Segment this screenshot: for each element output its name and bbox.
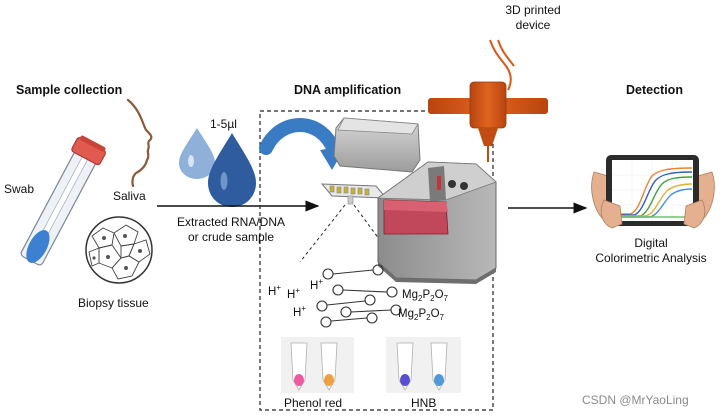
biopsy-tissue-icon bbox=[85, 216, 153, 284]
pyrophosphate-label-1: Mg2P2O7 bbox=[402, 289, 448, 303]
molecule-structures-icon bbox=[316, 264, 402, 328]
device-lid-icon bbox=[333, 117, 421, 173]
header-dna-amplification: DNA amplification bbox=[294, 83, 402, 97]
proton-label-4: H+ bbox=[293, 304, 306, 319]
phenol-red-tubes-image bbox=[281, 337, 354, 393]
extracted-sample-label: Extracted RNA/DNA or crude sample bbox=[159, 215, 303, 245]
zoom-line-left bbox=[299, 204, 346, 263]
digital-line1: Digital bbox=[634, 236, 668, 250]
drop-large-icon bbox=[208, 133, 256, 207]
proton-label-2: H+ bbox=[287, 286, 300, 301]
header-sample-collection: Sample collection bbox=[16, 83, 123, 97]
printed-device-label: 3D printed device bbox=[497, 3, 569, 33]
header-detection: Detection bbox=[626, 83, 683, 97]
extracted-line1: Extracted RNA/DNA bbox=[176, 215, 286, 229]
pyrophosphate-label-2: Mg2P2O7 bbox=[398, 308, 444, 322]
saliva-label: Saliva bbox=[113, 189, 146, 203]
printer-nozzle-icon bbox=[428, 39, 548, 162]
digital-analysis-label: Digital Colorimetric Analysis bbox=[588, 236, 714, 266]
swab-tube-icon bbox=[20, 135, 106, 266]
biopsy-label: Biopsy tissue bbox=[78, 296, 149, 310]
pcr-strip-icon bbox=[320, 183, 388, 205]
saliva-face-icon bbox=[126, 98, 153, 188]
proton-label-3: H+ bbox=[310, 277, 323, 292]
swab-label: Swab bbox=[4, 182, 35, 196]
amplification-device-icon bbox=[376, 161, 497, 284]
hnb-tubes-image bbox=[386, 337, 461, 393]
watermark: CSDN @MrYaoLing bbox=[582, 393, 689, 407]
hnb-label: HNB bbox=[411, 396, 437, 410]
curved-arrow-icon bbox=[259, 118, 346, 170]
phenol-red-label: Phenol red bbox=[284, 396, 343, 410]
drop-small-icon bbox=[179, 128, 215, 179]
digital-line2: Colorimetric Analysis bbox=[595, 251, 707, 265]
volume-label: 1-5µl bbox=[210, 117, 237, 131]
printed-device-line1: 3D printed bbox=[505, 3, 561, 17]
tablet-icon bbox=[591, 155, 715, 229]
proton-label-1: H+ bbox=[268, 283, 281, 298]
printed-device-line2: device bbox=[515, 18, 551, 32]
extracted-line2: or crude sample bbox=[187, 230, 275, 244]
